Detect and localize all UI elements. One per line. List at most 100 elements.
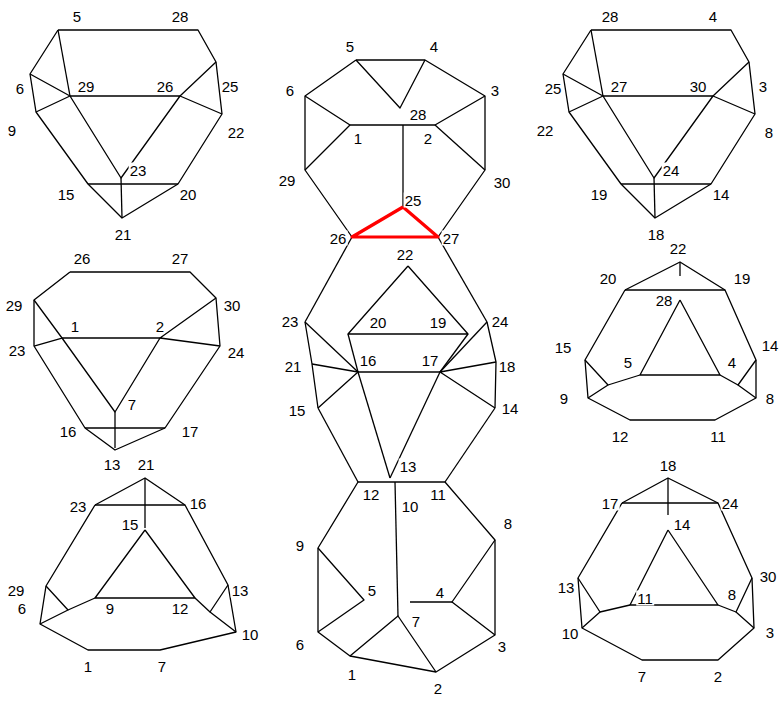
vertex-number: 28 <box>171 9 190 24</box>
polyhedron-edge <box>358 371 440 372</box>
vertex-number: 2 <box>423 131 433 146</box>
vertex-number: 30 <box>689 79 708 94</box>
polyhedron-edge <box>718 605 736 612</box>
polyhedron-edge <box>603 96 713 178</box>
vertex-number: 16 <box>359 353 378 368</box>
polyhedron-edge <box>578 503 754 660</box>
vertex-number: 20 <box>599 271 618 286</box>
vertex-number: 6 <box>285 83 295 98</box>
vertex-number: 3 <box>758 79 768 94</box>
polyhedron-edge <box>720 375 738 385</box>
vertex-number: 18 <box>659 458 678 473</box>
vertex-number: 1 <box>70 319 80 334</box>
polyhedron-edge <box>144 478 145 528</box>
vertex-number: 23 <box>8 343 27 358</box>
vertex-number: 24 <box>662 163 681 178</box>
polyhedron-edge <box>356 60 425 108</box>
vertex-number: 26 <box>329 231 348 246</box>
polyhedron-edge <box>625 262 725 290</box>
highlighted-face <box>352 207 438 237</box>
vertex-number: 5 <box>345 39 355 54</box>
polyhedron-edge <box>318 548 364 632</box>
polyhedron-edge <box>390 372 440 478</box>
vertex-number: 19 <box>590 187 609 202</box>
polyhedron-edge <box>563 74 603 112</box>
vertex-number: 27 <box>171 251 190 266</box>
polyhedron-edge <box>667 478 668 515</box>
vertex-number: 20 <box>179 187 198 202</box>
vertex-number: 18 <box>647 227 666 242</box>
vertex-number: 29 <box>7 583 26 598</box>
vertex-number: 28 <box>655 293 674 308</box>
vertex-number: 8 <box>727 587 737 602</box>
vertex-number: 6 <box>15 81 25 96</box>
vertex-number: 25 <box>221 79 240 94</box>
vertex-number: 26 <box>73 251 92 266</box>
polyhedron-edge <box>440 362 496 408</box>
polyhedron-edge <box>358 372 390 478</box>
vertex-number: 16 <box>59 424 78 439</box>
polyhedron-edge <box>95 478 185 505</box>
vertex-number: 20 <box>369 315 388 330</box>
polyhedron-edge <box>736 578 754 628</box>
vertex-number: 10 <box>401 499 420 514</box>
vertex-number: 13 <box>557 580 576 595</box>
polyhedron-edge <box>445 408 495 482</box>
vertex-number: 28 <box>409 107 428 122</box>
vertex-number: 8 <box>503 516 513 531</box>
polyhedron-edge <box>70 96 180 178</box>
vertex-number: 13 <box>399 459 418 474</box>
vertex-number: 11 <box>709 429 727 444</box>
polyhedron-edge <box>679 262 680 276</box>
vertex-number: 10 <box>561 626 580 641</box>
vertex-number: 19 <box>429 315 448 330</box>
polyhedron-edge <box>312 364 358 408</box>
polyhedron-edge <box>630 530 718 605</box>
vertex-number: 29 <box>5 298 24 313</box>
vertex-number: 21 <box>284 359 303 374</box>
vertex-number: 4 <box>708 9 718 24</box>
vertex-number: 29 <box>77 79 96 94</box>
polyhedron-edge <box>305 96 485 125</box>
polyhedron-edge <box>452 540 495 635</box>
vertex-number: 1 <box>347 667 357 682</box>
polyhedron-edge <box>85 427 165 428</box>
vertex-number: 4 <box>429 39 439 54</box>
vertex-number: 3 <box>765 625 775 640</box>
polyhedron-edge <box>114 412 115 448</box>
polyhedron-edge <box>305 237 352 322</box>
vertex-number: 26 <box>156 79 175 94</box>
vertex-number: 23 <box>281 314 300 329</box>
vertex-number: 21 <box>137 457 156 472</box>
vertex-number: 4 <box>435 585 445 600</box>
vertex-number: 6 <box>17 601 27 616</box>
vertex-number: 14 <box>761 338 780 353</box>
polyhedron-edge <box>121 178 122 218</box>
polyhedron-edge <box>640 300 720 375</box>
polyhedron-edge <box>440 334 468 372</box>
vertex-number: 5 <box>623 355 633 370</box>
vertex-number: 22 <box>669 241 688 256</box>
vertex-number: 7 <box>157 659 167 674</box>
vertex-number: 9 <box>105 601 115 616</box>
vertex-number: 22 <box>227 125 246 140</box>
vertex-number: 8 <box>765 391 775 406</box>
polyhedron-edge <box>40 586 68 624</box>
vertex-number: 9 <box>295 538 305 553</box>
polyhedron-edge <box>600 605 630 612</box>
vertex-number: 15 <box>121 517 140 532</box>
vertex-number: 5 <box>72 9 82 24</box>
polyhedron-edge <box>608 375 640 385</box>
polyhedron-edge <box>348 334 358 372</box>
polyhedron-edge <box>395 482 398 616</box>
vertex-number: 17 <box>421 353 440 368</box>
polyhedron-edge <box>30 30 222 218</box>
polyhedron-edge <box>738 360 756 398</box>
vertex-number: 13 <box>103 457 122 472</box>
vertex-number: 14 <box>673 517 692 532</box>
vertex-number: 2 <box>155 319 165 334</box>
vertex-number: 6 <box>295 637 305 652</box>
vertex-number: 2 <box>713 669 723 684</box>
